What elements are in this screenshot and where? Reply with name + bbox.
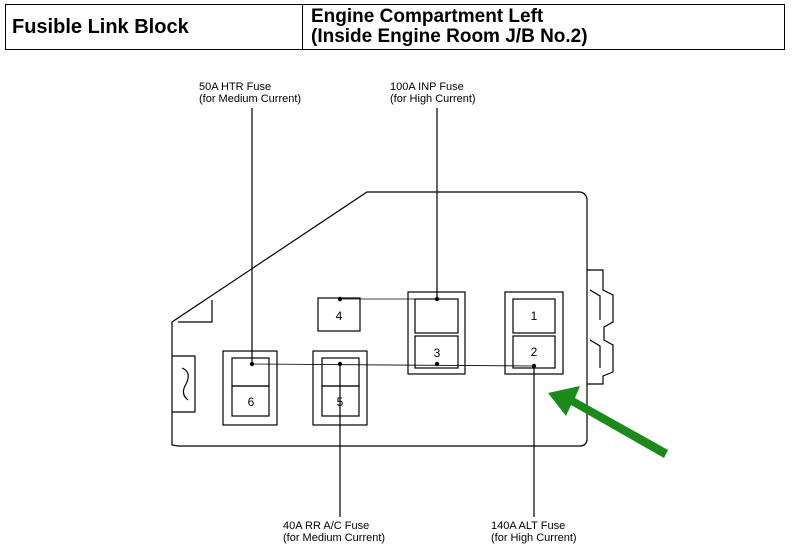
dot-3-bottom: [434, 361, 440, 367]
dot-4: [337, 296, 343, 302]
title-left-cell: Fusible Link Block: [6, 5, 303, 49]
slot-3-label: 3: [434, 346, 441, 360]
location-title-line2: (Inside Engine Room J/B No.2): [311, 26, 588, 47]
housing-right-clip: [587, 269, 614, 385]
dot-5: [337, 361, 343, 367]
title-bar: Fusible Link Block Engine Compartment Le…: [5, 4, 785, 50]
fuse-6-holder: [222, 350, 278, 426]
htr-fuse-rating: (for Medium Current): [199, 93, 302, 105]
slot-5-label: 5: [337, 395, 344, 409]
housing-outline: [171, 191, 588, 447]
green-arrow: [548, 386, 668, 458]
fuse-6-top: [231, 357, 270, 387]
housing-left-notch: [172, 355, 196, 413]
slot-1-label: 1: [531, 309, 538, 323]
alt-fuse-label: 140A ALT Fuse (for High Current): [491, 520, 577, 544]
alt-fuse-name: 140A ALT Fuse: [491, 520, 566, 532]
alt-fuse-rating: (for High Current): [491, 532, 577, 544]
component-title: Fusible Link Block: [12, 15, 189, 38]
htr-fuse-name: 50A HTR Fuse: [199, 81, 272, 93]
housing-inner-ledge: [178, 300, 213, 323]
title-right-cell: Engine Compartment Left (Inside Engine R…: [303, 5, 784, 49]
slot-2-label: 2: [531, 345, 538, 359]
location-title-line1: Engine Compartment Left: [311, 6, 544, 27]
htr-fuse-label: 50A HTR Fuse (for Medium Current): [199, 81, 301, 105]
inp-fuse-name: 100A INP Fuse: [390, 81, 464, 93]
slot-6-label: 6: [248, 395, 255, 409]
fuse-1-box: [512, 298, 556, 334]
rrac-fuse-label: 40A RR A/C Fuse (for Medium Current): [283, 520, 385, 544]
fuse-3-top: [414, 298, 459, 334]
dot-2: [531, 363, 537, 369]
link-6-2: [251, 363, 535, 367]
dot-6: [249, 361, 255, 367]
inp-fuse-rating: (for High Current): [390, 93, 476, 105]
rrac-fuse-rating: (for Medium Current): [283, 532, 386, 544]
fuse-6-bottom: [231, 385, 270, 417]
dot-3-top: [434, 296, 440, 302]
inp-fuse-label: 100A INP Fuse (for High Current): [390, 81, 476, 105]
fuse-3-bottom: [414, 335, 459, 369]
rrac-fuse-name: 40A RR A/C Fuse: [283, 520, 370, 532]
slot-4-label: 4: [336, 309, 343, 323]
